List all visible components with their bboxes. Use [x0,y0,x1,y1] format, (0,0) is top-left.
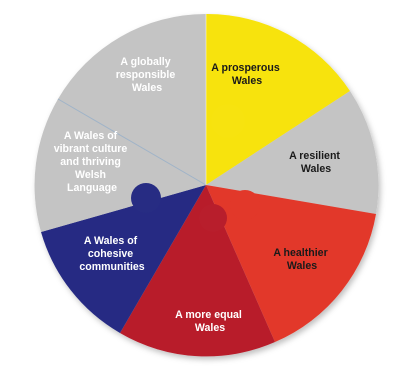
segment-vibrant [34,99,206,232]
puzzle-tab-healthier [230,190,260,220]
segment-resilient [206,91,379,214]
seam-line [57,98,207,186]
puzzle-tab-vibrant [139,135,169,165]
segment-cohesive [41,185,206,333]
label-globally: A globally responsible Wales [116,56,178,94]
segment-prosperous [206,13,350,185]
puzzle-tab-prosperous [211,104,245,138]
label-prosperous: A prosperous Wales [211,62,282,87]
puzzle-tabs [131,104,287,232]
segment-globally [58,13,206,185]
label-more-equal: A more equal Wales [175,309,245,334]
puzzle-tab-cohesive [131,183,161,213]
segment-healthier [206,185,376,342]
puzzle-tab-more-equal [199,204,227,232]
label-resilient: A resilient Wales [289,150,343,175]
puzzle-tab-resilient [257,147,287,177]
label-healthier: A healthier Wales [273,247,330,272]
label-cohesive: A Wales of cohesive communities [79,235,144,273]
label-vibrant: A Wales of vibrant culture and thriving … [54,130,131,194]
segment-more-equal [120,185,275,357]
